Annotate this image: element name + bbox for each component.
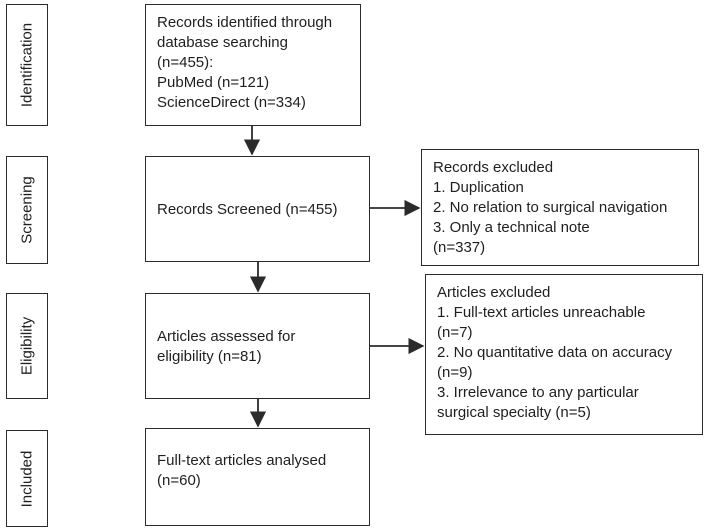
articles-excluded-line-2: 1. Full-text articles unreachable xyxy=(437,304,646,321)
stage-identification: Identification xyxy=(6,4,48,126)
stage-eligibility: Eligibility xyxy=(6,293,48,399)
identified-line-1: Records identified through xyxy=(157,14,333,31)
included-line-2: (n=60) xyxy=(157,472,201,489)
included-box: Full-text articles analysed (n=60) xyxy=(145,428,370,526)
records-excluded-line-2: 1. Duplication xyxy=(433,179,524,196)
articles-assessed-box: Articles assessed for eligibility (n=81) xyxy=(145,293,370,399)
stage-included: Included xyxy=(6,430,48,527)
records-excluded-line-1: Records excluded xyxy=(433,159,554,176)
articles-excluded-line-7: surgical specialty (n=5) xyxy=(437,404,591,421)
records-excluded-line-3: 2. No relation to surgical navigation xyxy=(433,199,668,216)
assessed-line-2: eligibility (n=81) xyxy=(157,348,262,365)
identified-line-3: (n=455): xyxy=(157,54,214,71)
records-excluded-line-4: 3. Only a technical note xyxy=(433,219,590,236)
records-screened-box: Records Screened (n=455) xyxy=(145,156,370,262)
identified-line-5: ScienceDirect (n=334) xyxy=(157,94,306,111)
identified-line-2: database searching xyxy=(157,34,288,51)
records-excluded-line-5: (n=337) xyxy=(433,239,486,256)
screened-line-1: Records Screened (n=455) xyxy=(157,201,338,218)
articles-excluded-line-1: Articles excluded xyxy=(437,284,551,301)
articles-excluded-line-6: 3. Irrelevance to any particular xyxy=(437,384,639,401)
included-line-1: Full-text articles analysed xyxy=(157,452,327,469)
assessed-line-1: Articles assessed for xyxy=(157,328,296,345)
articles-excluded-line-3: (n=7) xyxy=(437,324,473,341)
records-excluded-box: Records excluded 1. Duplication 2. No re… xyxy=(421,149,699,266)
articles-excluded-line-5: (n=9) xyxy=(437,364,473,381)
articles-excluded-line-4: 2. No quantitative data on accuracy xyxy=(437,344,673,361)
stage-screening: Screening xyxy=(6,156,48,264)
identified-line-4: PubMed (n=121) xyxy=(157,74,270,91)
articles-excluded-box: Articles excluded 1. Full-text articles … xyxy=(425,274,703,435)
records-identified-box: Records identified through database sear… xyxy=(145,4,361,126)
